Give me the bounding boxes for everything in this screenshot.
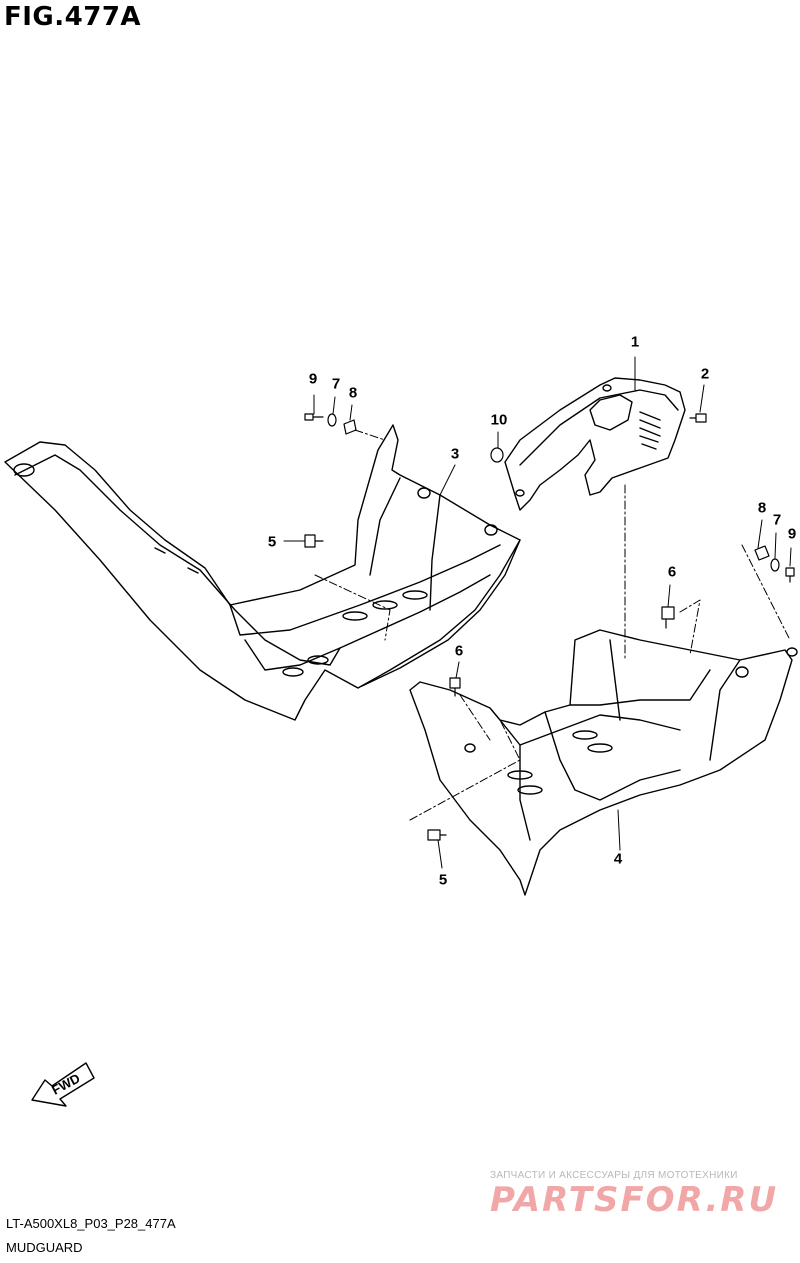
callout-9-left[interactable]: 9: [308, 370, 318, 388]
callout-8-left[interactable]: 8: [348, 384, 358, 402]
watermark-logo: PARTSFOR.RU: [490, 1180, 779, 1220]
figure-title: FIG.477A: [4, 2, 142, 32]
watermark-tagline: ЗАПЧАСТИ И АКСЕССУАРЫ ДЛЯ МОТОТЕХНИКИ: [490, 1170, 738, 1181]
callout-9-right[interactable]: 9: [787, 525, 797, 543]
callout-5-lower[interactable]: 5: [438, 871, 448, 889]
callout-5-upper[interactable]: 5: [267, 533, 277, 551]
model-code: LT-A500XL8_P03_P28_477A: [6, 1216, 176, 1231]
callout-7-right[interactable]: 7: [772, 511, 782, 529]
part-1-fender-bracket[interactable]: [504, 377, 686, 511]
callout-2[interactable]: 2: [700, 365, 710, 383]
section-name: MUDGUARD: [6, 1240, 83, 1255]
callout-6-upper[interactable]: 6: [667, 563, 677, 581]
part-4-right-mudguard[interactable]: [409, 629, 798, 896]
callout-10[interactable]: 10: [490, 411, 508, 429]
part-3-left-mudguard[interactable]: [4, 424, 521, 721]
callout-1[interactable]: 1: [630, 333, 640, 351]
fwd-arrow-icon: [31, 1062, 95, 1107]
callout-8-right[interactable]: 8: [757, 499, 767, 517]
callout-6-lower[interactable]: 6: [454, 642, 464, 660]
callout-4[interactable]: 4: [613, 850, 623, 868]
callout-7-left[interactable]: 7: [331, 375, 341, 393]
callout-3[interactable]: 3: [450, 445, 460, 463]
fastener-bolts[interactable]: [304, 413, 795, 841]
leader-lines: [283, 356, 792, 869]
